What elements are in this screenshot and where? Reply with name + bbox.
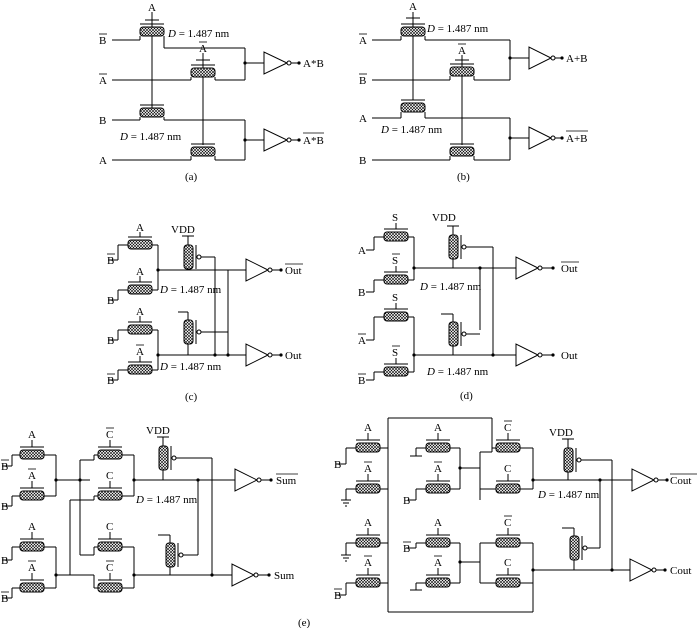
label-e2-Cbar1: C bbox=[504, 422, 511, 434]
label-e2-A1: A bbox=[364, 422, 372, 434]
label-b-B: B bbox=[359, 155, 366, 167]
label-b-A2: A bbox=[359, 113, 367, 125]
label-a-Abar2: A bbox=[99, 75, 107, 87]
caption-d: (d) bbox=[460, 390, 473, 402]
caption-a: (a) bbox=[185, 171, 198, 183]
label-a-A2: A bbox=[99, 155, 107, 167]
output-e-sum-top: Sum bbox=[276, 475, 297, 487]
label-c-B2: B bbox=[107, 335, 114, 347]
svg-text:D = 1.487 nm: D = 1.487 nm bbox=[167, 28, 230, 40]
label-e2-C2: C bbox=[504, 557, 511, 569]
label-b-Abar: A bbox=[359, 35, 367, 47]
label-c-Bbar: B bbox=[107, 255, 114, 267]
output-e2-top: Cout bbox=[670, 475, 691, 487]
svg-text:D = 1.487 nm: D = 1.487 nm bbox=[380, 124, 443, 136]
output-c-top: Out bbox=[285, 265, 302, 277]
label-e2-Bbar1: B bbox=[334, 590, 341, 602]
caption-b: (b) bbox=[457, 171, 470, 183]
label-d-VDD: VDD bbox=[432, 212, 456, 224]
label-b-Abar2: A bbox=[458, 45, 466, 57]
panel-e-cout: A B A A A B A A B A B A C C C C VDD D = … bbox=[334, 417, 697, 613]
svg-text:D = 1.487 nm: D = 1.487 nm bbox=[426, 366, 489, 378]
label-c-B1: B bbox=[107, 295, 114, 307]
label-b-A: A bbox=[409, 1, 417, 13]
panel-c: A B A B A B A B VDD D = 1.487 nm D = 1.4… bbox=[107, 222, 303, 403]
label-e-C2: C bbox=[106, 521, 113, 533]
label-e2-VDD: VDD bbox=[549, 427, 573, 439]
label-d-Sbar2: S bbox=[392, 347, 398, 359]
label-a-Bbar: B bbox=[99, 35, 106, 47]
label-e-Abar1: A bbox=[28, 470, 36, 482]
label-a-Abar: A bbox=[199, 43, 207, 55]
svg-text:D = 1.487 nm: D = 1.487 nm bbox=[159, 284, 222, 296]
caption-e: (e) bbox=[298, 617, 311, 628]
output-e2-bottom: Cout bbox=[670, 565, 691, 577]
output-d-bottom: Out bbox=[561, 350, 578, 362]
output-e-sum-bottom: Sum bbox=[274, 570, 295, 582]
label-e-VDD: VDD bbox=[146, 425, 170, 437]
svg-text:D = 1.487 nm: D = 1.487 nm bbox=[119, 131, 182, 143]
label-e-A2: A bbox=[28, 521, 36, 533]
label-c-A1: A bbox=[136, 222, 144, 234]
label-e2-Cbar2: C bbox=[504, 517, 511, 529]
label-a-B: B bbox=[99, 115, 106, 127]
label-e-B2: B bbox=[1, 555, 8, 567]
label-e2-Abar2: A bbox=[364, 557, 372, 569]
svg-text:D = 1.487 nm: D = 1.487 nm bbox=[426, 23, 489, 35]
label-e-C1: C bbox=[106, 470, 113, 482]
output-b-top: A+B bbox=[566, 53, 587, 65]
panel-e-sum: A B A B A B A B C C C C VDD D = 1.487 nm… bbox=[1, 425, 298, 605]
panel-d: S A S B S A S B VDD D = 1.487 nm D = 1.4… bbox=[358, 212, 579, 402]
label-c-A3: A bbox=[136, 306, 144, 318]
label-e2-C1: C bbox=[504, 463, 511, 475]
label-a-A: A bbox=[148, 2, 156, 14]
label-e-A1: A bbox=[28, 429, 36, 441]
label-e2-B2: B bbox=[403, 495, 410, 507]
output-c-bottom: Out bbox=[285, 350, 302, 362]
label-e2-A4: A bbox=[434, 517, 442, 529]
label-d-S2: S bbox=[392, 292, 398, 304]
label-d-B: B bbox=[358, 287, 365, 299]
svg-text:D = 1.487 nm: D = 1.487 nm bbox=[159, 361, 222, 373]
svg-text:D = 1.487 nm: D = 1.487 nm bbox=[419, 281, 482, 293]
label-e2-Abar1: A bbox=[364, 463, 372, 475]
label-e2-A2: A bbox=[364, 517, 372, 529]
label-e2-Abar4: A bbox=[434, 557, 442, 569]
label-d-Abar: A bbox=[358, 335, 366, 347]
label-e2-A3: A bbox=[434, 422, 442, 434]
label-e-Abar2: A bbox=[28, 562, 36, 574]
label-e-Cbar2: C bbox=[106, 562, 113, 574]
caption-c: (c) bbox=[185, 391, 198, 403]
label-e-Bbar1: B bbox=[1, 461, 8, 473]
label-e2-Abar3: A bbox=[434, 463, 442, 475]
label-d-Bbar: B bbox=[358, 375, 365, 387]
label-d-Sbar1: S bbox=[392, 255, 398, 267]
label-d-S1: S bbox=[392, 212, 398, 224]
label-c-Bbar2: B bbox=[107, 375, 114, 387]
panel-a: A B A A B A D = 1.487 nm D = 1.487 nm A*… bbox=[99, 2, 324, 183]
output-a-bottom: A*B bbox=[303, 135, 324, 147]
output-d-top: Out bbox=[561, 263, 578, 275]
label-c-A2: A bbox=[136, 266, 144, 278]
svg-text:D = 1.487 nm: D = 1.487 nm bbox=[537, 489, 600, 501]
label-e-Cbar1: C bbox=[106, 429, 113, 441]
label-c-Abar: A bbox=[136, 346, 144, 358]
label-e-B1: B bbox=[1, 501, 8, 513]
label-b-Bbar: B bbox=[359, 75, 366, 87]
label-e2-Bbar2: B bbox=[403, 543, 410, 555]
label-e-Bbar2: B bbox=[1, 593, 8, 605]
label-d-A: A bbox=[358, 245, 366, 257]
svg-text:D = 1.487 nm: D = 1.487 nm bbox=[135, 494, 198, 506]
panel-b: A A A B A B D = 1.487 nm D = 1.487 nm A+… bbox=[359, 1, 588, 183]
label-c-VDD: VDD bbox=[171, 224, 195, 236]
label-e2-B1: B bbox=[334, 459, 341, 471]
output-a-top: A*B bbox=[303, 58, 324, 70]
output-b-bottom: A+B bbox=[566, 133, 587, 145]
